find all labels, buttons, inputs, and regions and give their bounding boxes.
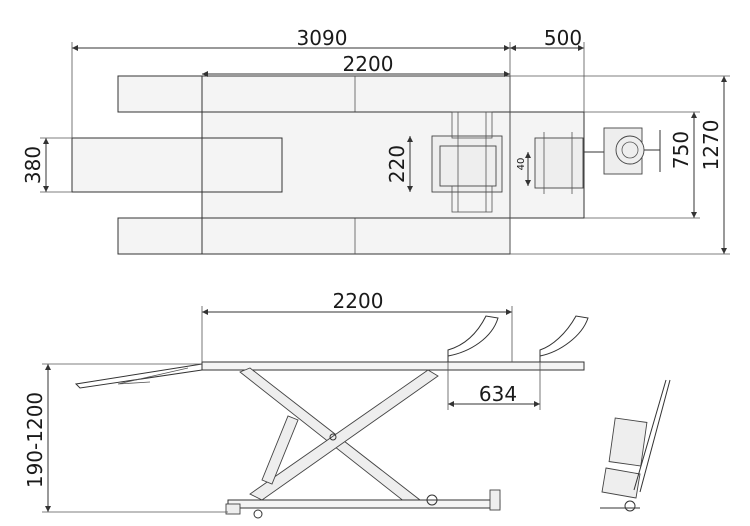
rear-ramp-top [117,75,203,113]
side-control-unit [600,379,671,512]
dim-front-extension: 634 [479,382,517,406]
platform-rail-bottom [201,217,511,255]
side-rear-ramp [74,363,203,389]
side-platform [201,361,585,371]
wheel-clamp [431,111,503,213]
top-view: 3090 500 2200 380 220 40 750 1270 [21,26,730,255]
dim-height-range: 190-1200 [23,392,47,488]
dim-inner-width: 750 [669,131,693,169]
side-view: 2200 634 190-1200 [23,289,671,519]
cradle-rear [447,315,499,357]
front-plate [201,137,283,193]
dim-side-platform-length: 2200 [333,289,384,313]
left-ramp-plate [71,137,203,193]
dim-overall-width: 1270 [699,120,723,171]
dim-clamp-width: 220 [385,145,409,183]
side-base [227,499,501,509]
dim-overall-length: 3090 [297,26,348,50]
dim-clamp-gap: 40 [516,158,527,171]
cradle-front [539,315,589,357]
dim-platform-length: 2200 [343,52,394,76]
dim-ramp-extension: 500 [544,26,582,50]
platform-rail-top [201,75,511,113]
scissor-mechanism [239,367,439,507]
dim-front-width: 380 [21,146,45,184]
rear-ramp-bottom [117,217,203,255]
extension-clamp [534,137,584,189]
control-unit [584,127,661,175]
